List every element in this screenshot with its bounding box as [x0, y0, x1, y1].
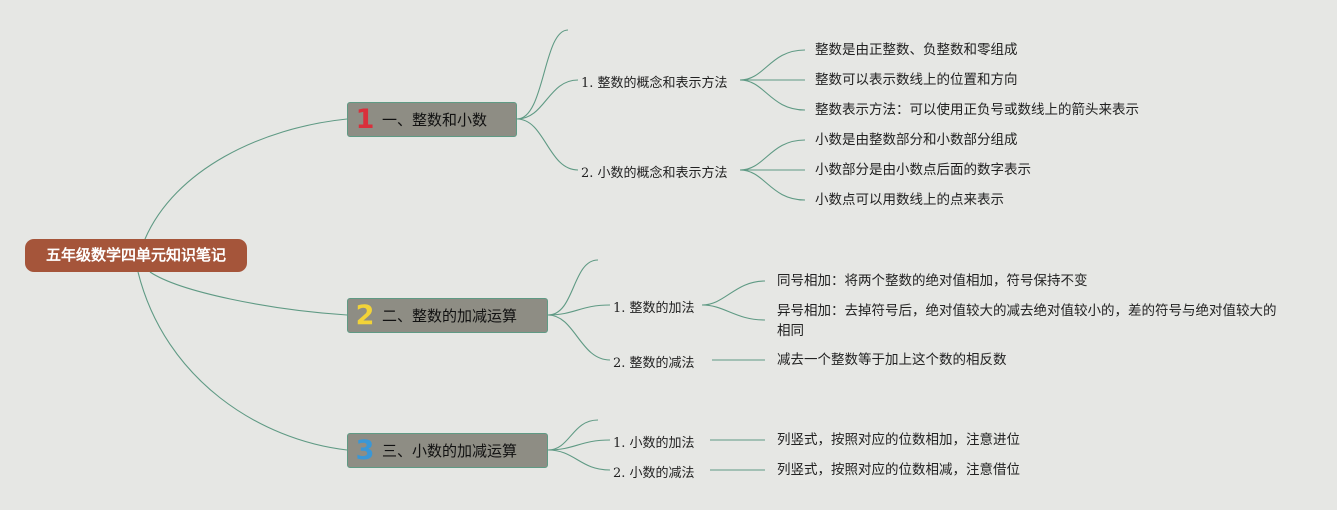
number-3-icon: 3 [355, 435, 375, 466]
note[interactable]: 小数是由整数部分和小数部分组成 [815, 132, 1018, 148]
topic-decimal-addition[interactable]: 1. 小数的加法 [613, 436, 695, 451]
note[interactable]: 列竖式，按照对应的位数相加，注意进位 [777, 432, 1020, 448]
note[interactable]: 整数表示方法：可以使用正负号或数线上的箭头来表示 [815, 102, 1139, 118]
number-1-icon: 1 [355, 104, 375, 135]
note[interactable]: 整数是由正整数、负整数和零组成 [815, 42, 1018, 58]
branch-label: 二、整数的加减运算 [382, 307, 518, 325]
topic-integer-subtraction[interactable]: 2. 整数的减法 [613, 356, 695, 371]
note[interactable]: 小数部分是由小数点后面的数字表示 [815, 162, 1031, 178]
note[interactable]: 异号相加：去掉符号后，绝对值较大的减去绝对值较小的，差的符号与绝对值较大的相同 [777, 303, 1277, 339]
note[interactable]: 列竖式，按照对应的位数相减，注意借位 [777, 462, 1020, 478]
note[interactable]: 减去一个整数等于加上这个数的相反数 [777, 352, 1007, 368]
topic-decimal-subtraction[interactable]: 2. 小数的减法 [613, 466, 695, 481]
topic-decimal-concept[interactable]: 2. 小数的概念和表示方法 [581, 166, 728, 181]
topic-integer-addition[interactable]: 1. 整数的加法 [613, 301, 695, 316]
note[interactable]: 小数点可以用数线上的点来表示 [815, 192, 1004, 208]
branch-label: 一、整数和小数 [382, 111, 488, 129]
root-node[interactable]: 五年级数学四单元知识笔记 [25, 239, 247, 272]
note[interactable]: 同号相加：将两个整数的绝对值相加，符号保持不变 [777, 273, 1088, 289]
number-2-icon: 2 [355, 300, 375, 331]
branch-integer-add-sub[interactable]: 2 二、整数的加减运算 [347, 298, 548, 333]
branch-label: 三、小数的加减运算 [382, 442, 518, 460]
topic-integer-concept[interactable]: 1. 整数的概念和表示方法 [581, 76, 728, 91]
branch-decimal-add-sub[interactable]: 3 三、小数的加减运算 [347, 433, 548, 468]
note[interactable]: 整数可以表示数线上的位置和方向 [815, 72, 1018, 88]
branch-integers-decimals[interactable]: 1 一、整数和小数 [347, 102, 517, 137]
